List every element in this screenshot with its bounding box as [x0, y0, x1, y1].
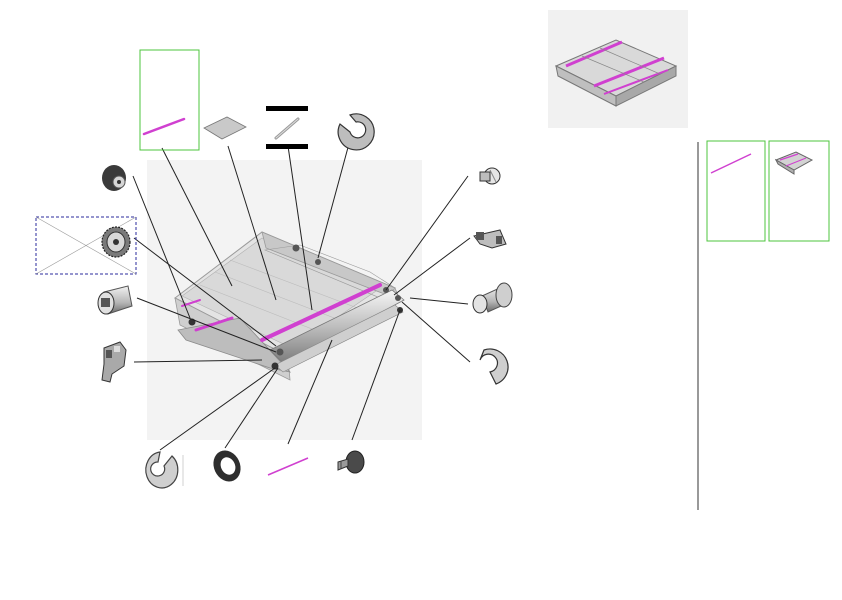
- gear-dark-part: [102, 165, 126, 191]
- c-clip-part: [479, 348, 509, 385]
- callout-box-right-rod: [706, 140, 766, 242]
- e-ring-large-part: [337, 113, 375, 151]
- rod-small-part: [267, 457, 309, 476]
- cylinder-roller-part: [472, 282, 513, 314]
- callout-box-right-unit: [768, 140, 830, 242]
- washer-part: [213, 450, 241, 482]
- thumbnail-unit: [554, 39, 678, 107]
- shaft-pin-part: [266, 106, 308, 149]
- shoulder-screw-part: [337, 450, 365, 474]
- film-sheet-part: [203, 116, 247, 140]
- bracket-clip-part: [473, 229, 507, 249]
- cap-screw-part: [479, 167, 501, 185]
- bushing-part: [97, 285, 133, 315]
- right-mini-unit: [774, 151, 814, 175]
- right-rod-highlighted: [710, 153, 752, 174]
- callout-box-rod: [139, 49, 200, 151]
- dashed-box-gear: [35, 216, 137, 275]
- leader-lines: [132, 139, 471, 451]
- e-ring-small-part: [145, 451, 179, 489]
- lever-bracket-part: [101, 341, 127, 383]
- rod-highlighted: [142, 117, 186, 136]
